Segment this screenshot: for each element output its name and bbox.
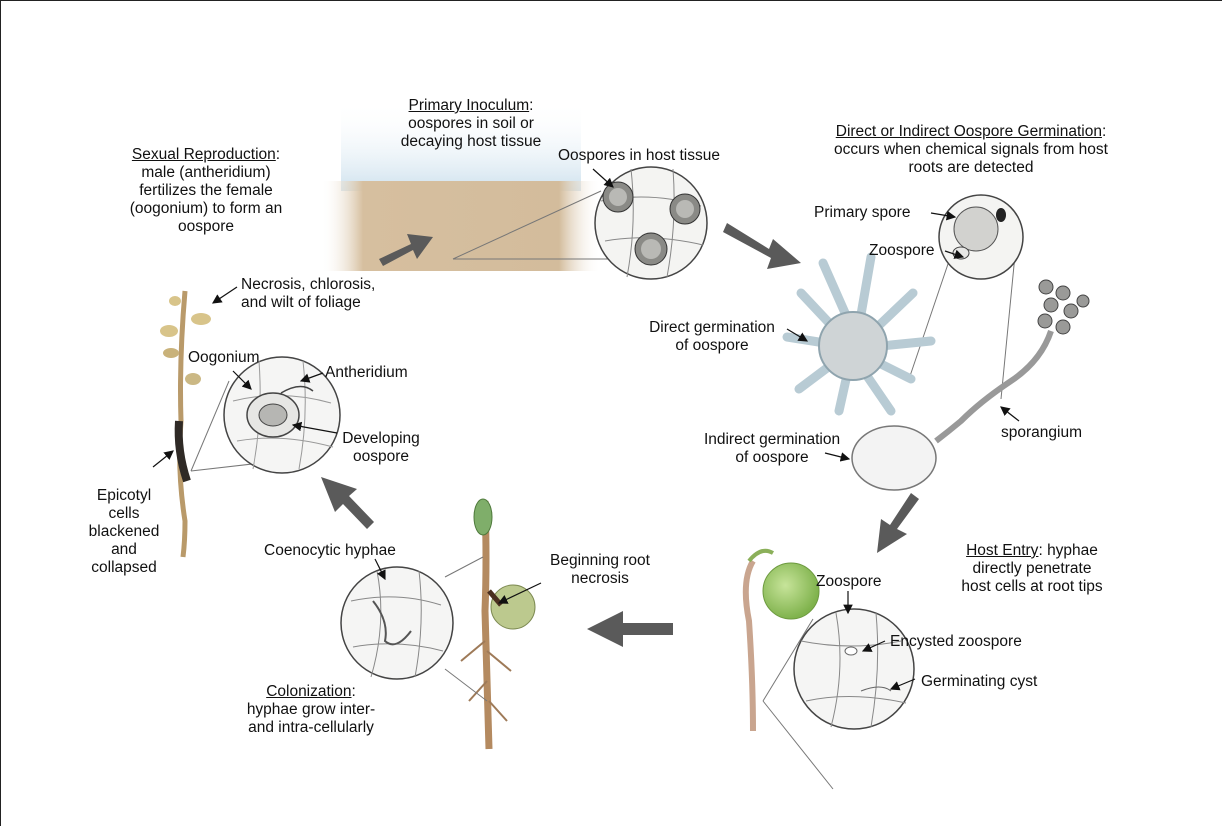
epicotyl-line2: cells xyxy=(108,505,139,522)
colonization-label: Colonization: hyphae grow inter- and int… xyxy=(211,683,411,737)
pointer-sporangium xyxy=(1001,407,1019,421)
host-entry-label: Host Entry: hyphae directly penetrate ho… xyxy=(937,542,1127,596)
oospores-in-host-label: Oospores in host tissue xyxy=(558,147,720,165)
epicotyl-line4: and xyxy=(111,541,137,558)
developing-oospore-label: Developing oospore xyxy=(331,430,431,466)
sexual-reproduction-text4: oospore xyxy=(178,218,234,235)
necrosis-line2: and wilt of foliage xyxy=(241,294,361,311)
cycle-arrow-host-entry xyxy=(877,493,919,553)
sporangium-label: sporangium xyxy=(1001,424,1082,442)
host-entry-text2: directly penetrate xyxy=(973,560,1092,577)
epicotyl-line3: blackened xyxy=(89,523,160,540)
pointer-epicotyl xyxy=(153,451,173,467)
developing-oospore-line1: Developing xyxy=(342,430,420,447)
primary-inoculum-label: Primary Inoculum: oospores in soil or de… xyxy=(361,97,581,151)
encysted-zoospore-label: Encysted zoospore xyxy=(890,633,1022,651)
germination-text1: occurs when chemical signals from host xyxy=(834,141,1108,158)
coenocytic-hyphae-label: Coenocytic hyphae xyxy=(264,542,396,560)
germinating-cyst-label: Germinating cyst xyxy=(921,673,1037,691)
host-entry-text3: host cells at root tips xyxy=(961,578,1102,595)
colonization-title: Colonization xyxy=(266,683,351,700)
colonization-text1: hyphae grow inter- xyxy=(247,701,375,718)
zoospore-bottom-label: Zoospore xyxy=(816,573,881,591)
sexual-reproduction-text2: fertilizes the female xyxy=(139,182,273,199)
primary-inoculum-text1: oospores in soil or xyxy=(408,115,534,132)
zoospore-top-label: Zoospore xyxy=(869,242,934,260)
oogonium-label: Oogonium xyxy=(188,349,260,367)
antheridium-label: Antheridium xyxy=(325,364,408,382)
sexual-reproduction-text3: (oogonium) to form an xyxy=(130,200,283,217)
sexual-reproduction-label: Sexual Reproduction: male (antheridium) … xyxy=(101,146,311,236)
germination-label: Direct or Indirect Oospore Germination: … xyxy=(771,123,1171,177)
pointer-necrosis xyxy=(213,287,237,303)
plant-sexual-reproduction xyxy=(160,291,340,557)
colonization-text2: and intra-cellularly xyxy=(248,719,374,736)
indirect-germination-label: Indirect germination of oospore xyxy=(687,431,857,467)
sexual-reproduction-title: Sexual Reproduction xyxy=(132,146,276,163)
epicotyl-line1: Epicotyl xyxy=(97,487,151,504)
cycle-arrow-colonization xyxy=(587,611,673,647)
necrosis-label: Necrosis, chlorosis, and wilt of foliage xyxy=(241,276,375,312)
host-entry-text1: hyphae xyxy=(1047,542,1098,559)
beginning-root-line1: Beginning root xyxy=(550,552,650,569)
direct-germination-line1: Direct germination xyxy=(649,319,775,336)
germination-text2: roots are detected xyxy=(909,159,1034,176)
developing-oospore-line2: oospore xyxy=(353,448,409,465)
germination-title: Direct or Indirect Oospore Germination xyxy=(836,123,1102,140)
primary-spore-circle xyxy=(909,195,1023,399)
host-entry-title: Host Entry xyxy=(966,542,1038,559)
cycle-arrow-germination xyxy=(723,223,801,269)
cycle-arrow-reproduction xyxy=(321,477,374,529)
primary-inoculum-title: Primary Inoculum xyxy=(409,97,530,114)
indirect-germination-line2: of oospore xyxy=(735,449,808,466)
direct-germination-oospore xyxy=(787,257,931,411)
sexual-reproduction-text1: male (antheridium) xyxy=(141,164,270,181)
indirect-germination-line1: Indirect germination xyxy=(704,431,840,448)
beginning-root-label: Beginning root necrosis xyxy=(525,552,675,588)
direct-germination-label: Direct germination of oospore xyxy=(637,319,787,355)
epicotyl-label: Epicotyl cells blackened and collapsed xyxy=(79,487,169,577)
epicotyl-line5: collapsed xyxy=(91,559,157,576)
primary-inoculum-text2: decaying host tissue xyxy=(401,133,541,150)
primary-spore-label: Primary spore xyxy=(814,204,910,222)
direct-germination-line2: of oospore xyxy=(675,337,748,354)
necrosis-line1: Necrosis, chlorosis, xyxy=(241,276,375,293)
beginning-root-line2: necrosis xyxy=(571,570,629,587)
